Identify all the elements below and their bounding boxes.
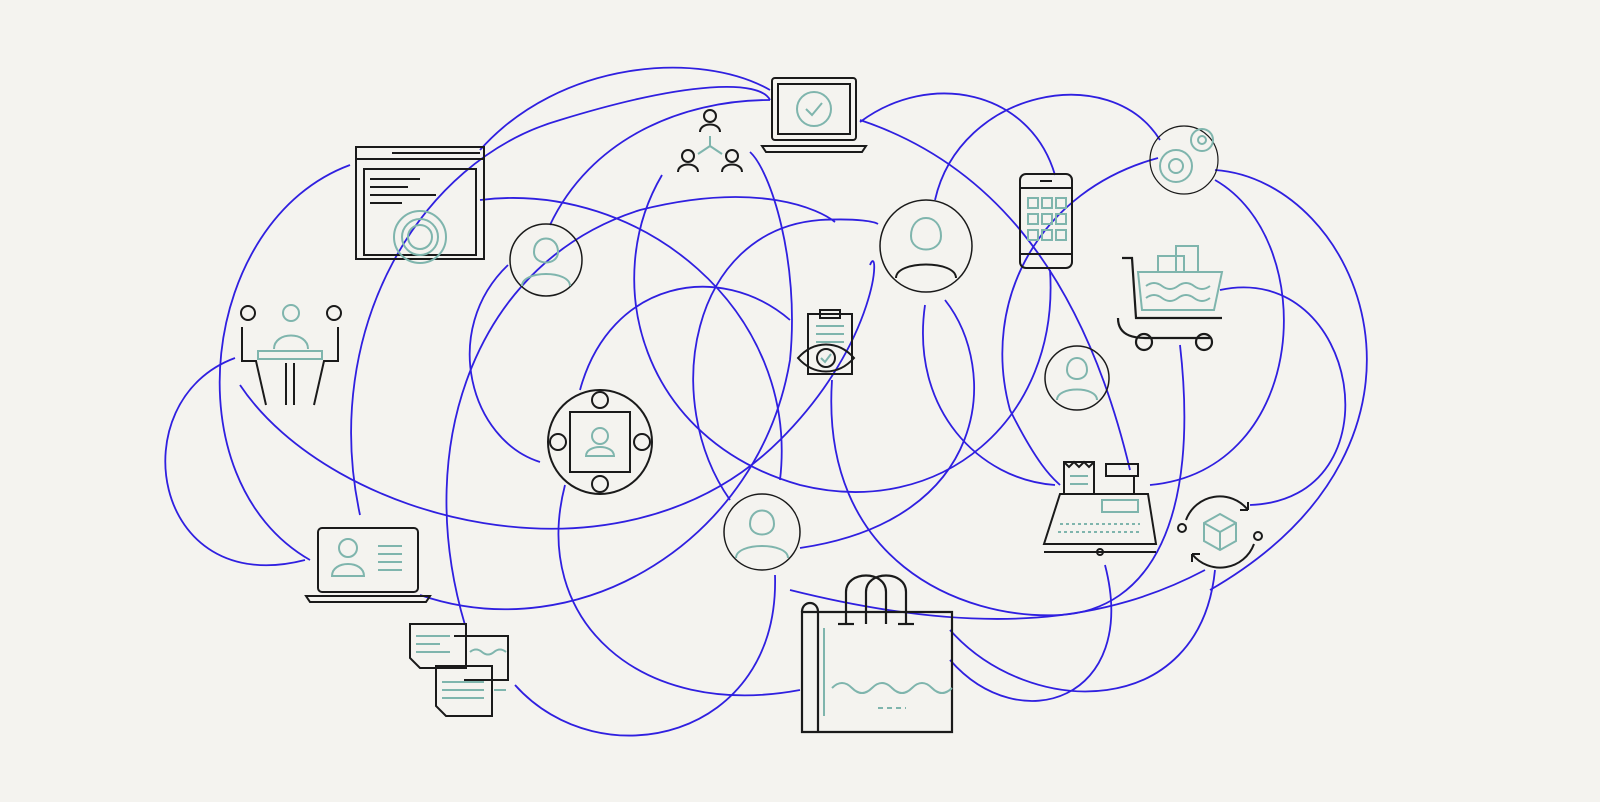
user-avatar-icon xyxy=(879,199,973,293)
user-avatar-icon xyxy=(723,493,801,571)
documents-icon xyxy=(409,623,509,717)
connection-arc xyxy=(514,574,776,737)
connection-arc xyxy=(479,66,771,151)
cash-register-icon xyxy=(1042,460,1158,556)
user-avatar-icon xyxy=(509,223,583,297)
connection-arc xyxy=(692,218,879,501)
gears-icon xyxy=(1149,125,1219,195)
connection-arc xyxy=(1219,286,1347,506)
team-hierarchy-icon xyxy=(677,109,743,173)
connection-arc xyxy=(934,93,1161,201)
laptop-profile-icon xyxy=(304,527,432,603)
connection-arc xyxy=(859,92,1056,176)
cube-cycle-icon xyxy=(1177,495,1263,569)
user-avatar-icon xyxy=(1044,345,1110,411)
laptop-check-icon xyxy=(760,77,868,153)
settings-window-icon xyxy=(355,146,485,264)
connection-arc xyxy=(479,197,783,481)
connection-arc xyxy=(949,569,1216,693)
clipboard-eye-icon xyxy=(796,309,856,375)
connection-arc xyxy=(1001,157,1159,486)
meeting-table-icon xyxy=(240,304,342,406)
connection-arc xyxy=(549,99,771,226)
connection-arc xyxy=(799,299,975,549)
shopping-bag-icon xyxy=(800,574,954,734)
shopping-cart-icon xyxy=(1116,245,1224,352)
connection-arc xyxy=(164,357,306,567)
connection-arc xyxy=(1149,179,1285,486)
connection-arc xyxy=(633,174,1052,493)
connection-arc xyxy=(949,564,1112,702)
connection-arc xyxy=(419,151,793,611)
connection-arc xyxy=(218,164,351,561)
connection-arc xyxy=(922,304,1056,486)
user-network-icon xyxy=(547,389,653,495)
connection-arc xyxy=(1209,169,1368,591)
smartphone-apps-icon xyxy=(1019,173,1073,269)
connection-arc xyxy=(468,264,541,463)
connection-arc xyxy=(557,484,801,697)
connection-arc xyxy=(350,86,771,516)
connection-arc xyxy=(579,285,791,391)
connection-arc xyxy=(239,260,876,530)
